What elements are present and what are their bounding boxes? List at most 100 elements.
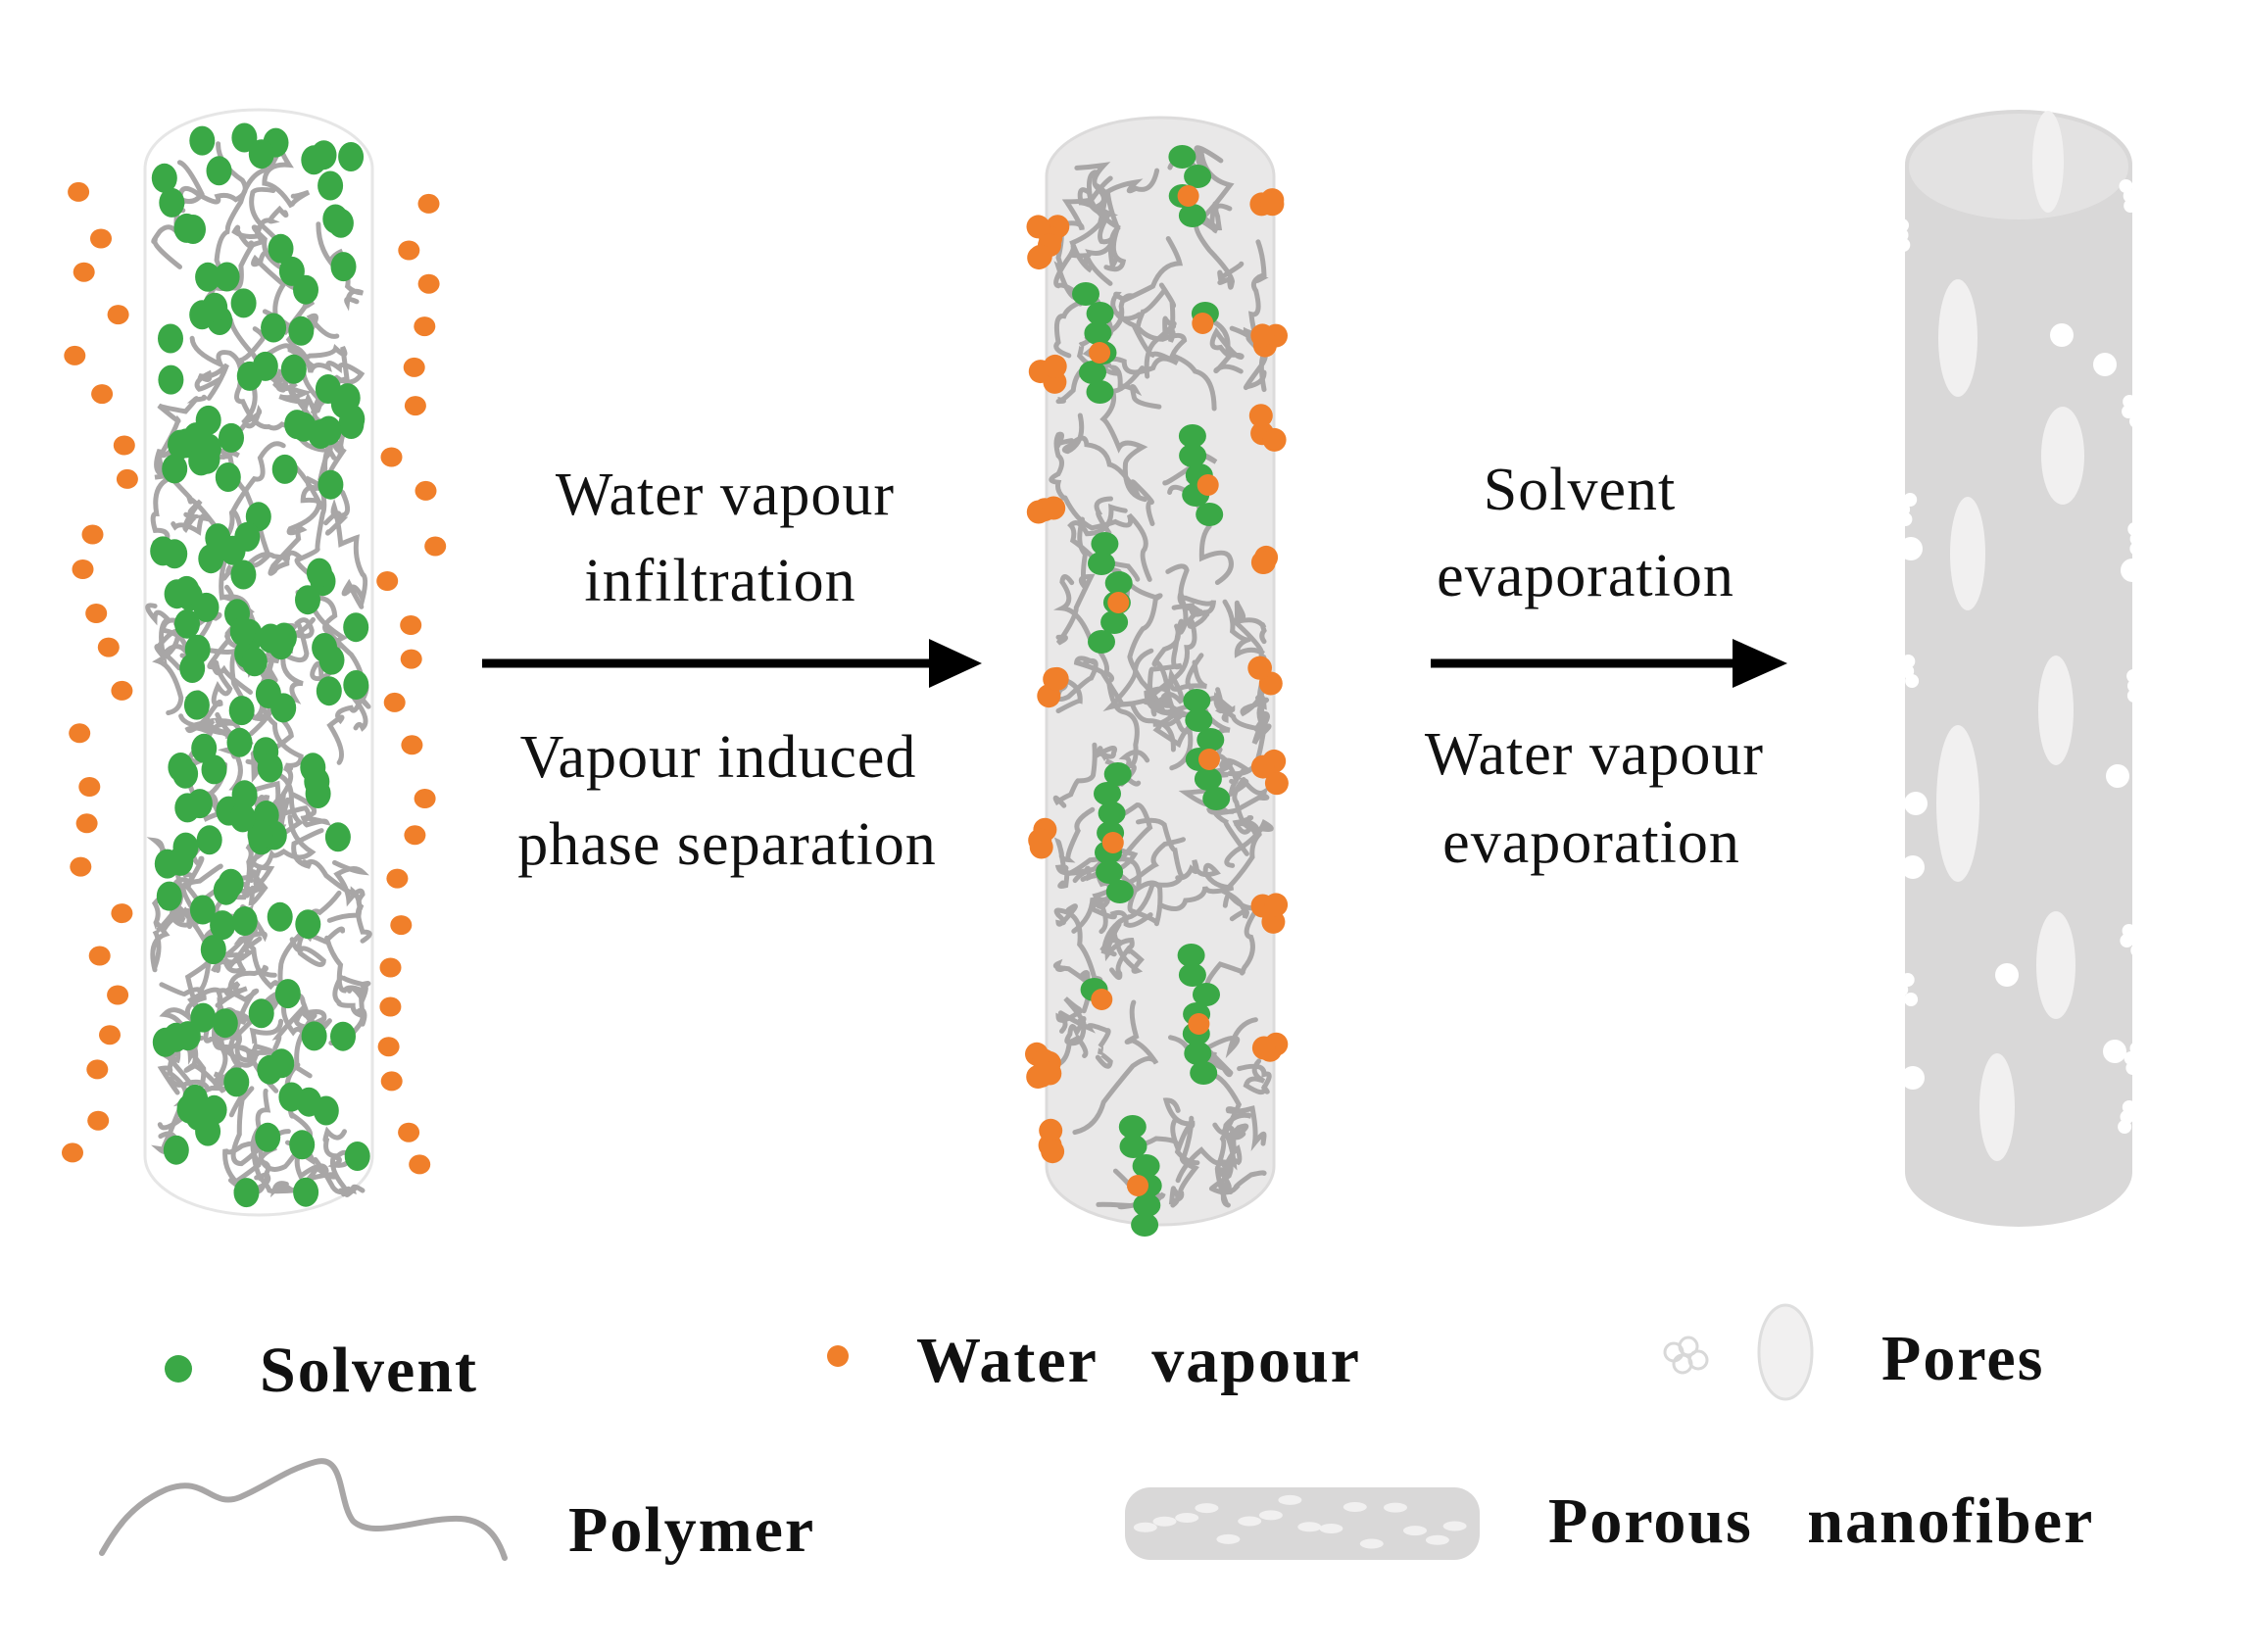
solvent-droplet (330, 252, 357, 282)
pore-dot (1901, 855, 1925, 879)
solvent-droplet (198, 544, 224, 574)
polymer-chain (272, 368, 298, 393)
polymer-chain (1144, 282, 1177, 379)
legend-water-vapour-marker (827, 1345, 849, 1367)
polymer-chain (1152, 653, 1207, 749)
solvent-droplet (228, 696, 255, 726)
polymer-chain (1204, 892, 1262, 989)
water-vapour-dot (107, 305, 129, 325)
polymer-chain (1237, 1058, 1272, 1095)
pore-dot (2050, 323, 2074, 347)
solvent-droplet (1079, 361, 1106, 384)
polymer-chain (1216, 699, 1272, 745)
solvent-droplet (270, 693, 297, 723)
solvent-droplet (248, 998, 274, 1029)
polymer-chain (236, 1018, 284, 1068)
water-vapour-dot (380, 447, 403, 467)
water-vapour-dot (1028, 244, 1052, 268)
solvent-droplet (194, 444, 220, 474)
solvent-droplet (295, 585, 320, 615)
solvent-droplet (343, 612, 369, 643)
solvent-droplet (312, 633, 338, 662)
water-vapour-dot (1188, 1013, 1210, 1035)
solvent-droplet (163, 1135, 189, 1165)
pore-bubble (2129, 532, 2144, 546)
solvent-droplet (338, 142, 365, 171)
solvent-droplet (158, 323, 183, 354)
solvent-droplet (295, 909, 321, 940)
water-vapour-dot (414, 316, 436, 337)
solvent-droplet (1168, 145, 1196, 169)
legend-solvent-label: Solvent (260, 1335, 478, 1406)
polymer-chain (268, 464, 322, 576)
polymer-chain (262, 147, 311, 209)
polymer-chain (1198, 147, 1235, 231)
water-vapour-dot (1262, 427, 1287, 452)
pore-dot (1904, 792, 1928, 815)
solvent-droplet (261, 313, 287, 343)
polymer-chain (1110, 236, 1184, 321)
water-vapour-dot (400, 615, 422, 635)
pore-bubble (2126, 669, 2141, 683)
solvent-droplet (1184, 1042, 1212, 1065)
solvent-droplet (300, 753, 326, 783)
legend-pore (1278, 1494, 1302, 1505)
polymer-chain (243, 814, 317, 899)
polymer-chain (184, 659, 233, 736)
legend-pores-label: Pores (1881, 1323, 2044, 1394)
solvent-droplet (183, 690, 210, 720)
polymer-chain (295, 589, 368, 732)
polymer-chain (203, 988, 260, 1044)
solvent-droplet (214, 262, 240, 292)
solvent-droplet (1088, 630, 1115, 654)
polymer-chain (1092, 293, 1162, 410)
solvent-droplet (1091, 532, 1119, 556)
step-2-sublabel-line-1: Water vapour (1425, 721, 1764, 788)
solvent-droplet (156, 881, 182, 911)
water-vapour-dot (424, 536, 447, 557)
legend-porous-nanofiber-label: Porous nanofiber (1548, 1485, 2094, 1557)
legend-pores-marker (1663, 1303, 1814, 1401)
water-vapour-dot (111, 903, 133, 924)
solvent-droplet (231, 122, 258, 153)
pore-bubble (1904, 993, 1919, 1006)
polymer-chain (1194, 201, 1245, 290)
fiber-3-body (1905, 110, 2132, 1227)
solvent-droplet (267, 901, 293, 932)
solvent-droplet (158, 364, 184, 395)
pore-ellipse (1938, 279, 1977, 397)
polymer-chain (1208, 1159, 1267, 1208)
pore-dot (2121, 559, 2144, 582)
solvent-droplet (293, 1177, 319, 1207)
solvent-droplet (172, 832, 199, 862)
solvent-droplet (252, 351, 278, 381)
polymer-chain (324, 935, 366, 1046)
solvent-droplet (229, 616, 256, 647)
solvent-droplet (343, 670, 369, 700)
pore-dot (1995, 963, 2019, 987)
solvent-droplet (1178, 963, 1206, 987)
solvent-droplet (278, 1082, 305, 1112)
solvent-droplet (1133, 1193, 1161, 1217)
pore-bubble (1894, 983, 1909, 996)
solvent-droplet (152, 1027, 178, 1057)
solvent-droplet (306, 558, 332, 588)
solvent-droplet (305, 779, 331, 808)
polymer-chain (316, 221, 365, 312)
water-vapour-dot (1041, 1140, 1065, 1164)
polymer-chain (1067, 503, 1130, 608)
water-vapour-dot (1039, 1118, 1063, 1142)
pore-bubble (2129, 542, 2144, 556)
solvent-droplet (179, 654, 206, 683)
solvent-droplet (200, 935, 226, 965)
solvent-droplet (248, 139, 274, 170)
solvent-droplet (210, 910, 236, 941)
solvent-droplet (271, 454, 298, 484)
legend-pore (1195, 1503, 1219, 1514)
fiber-stage-2 (1025, 116, 1289, 1237)
polymer-chain (1212, 1105, 1267, 1152)
legend-pore (1319, 1524, 1343, 1533)
legend-pore (1297, 1522, 1322, 1532)
pore-bubble (1905, 674, 1920, 688)
